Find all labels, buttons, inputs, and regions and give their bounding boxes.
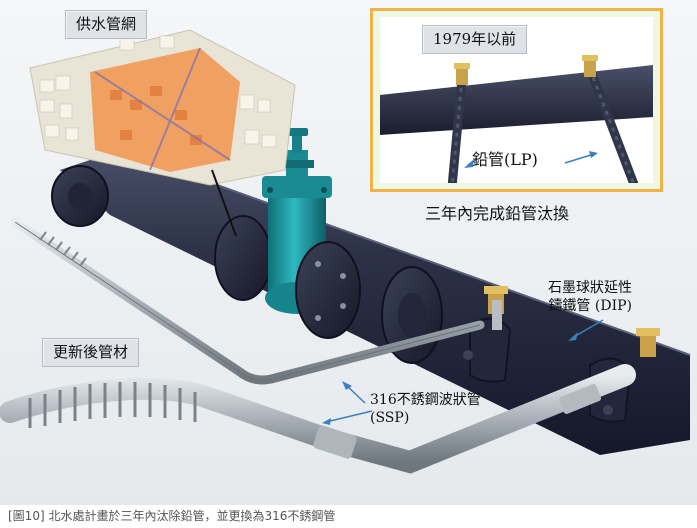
replacement-plan-text: 三年內完成鉛管汰換 (425, 204, 570, 223)
callout-line (211, 169, 237, 237)
end-flange (51, 165, 109, 227)
ssp-label-line1: 316不銹鋼波狀管 (370, 392, 481, 408)
dip-arrow (568, 319, 604, 341)
corrugated-ssp-pipe (0, 328, 660, 474)
new-material-label: 更新後管材 (42, 338, 140, 367)
left-valve-flange (214, 215, 272, 301)
lead-pipe-illustration (380, 55, 653, 183)
right-valve-flange (295, 241, 361, 339)
figure-caption: [圖10] 北水處計畫於三年內汰除鉛管，並更換為316不銹鋼管 (8, 509, 336, 523)
dip-label-line1: 石墨球狀延性 (548, 280, 632, 296)
stainless-service-pipe-upper (10, 217, 508, 385)
dip-label: 石墨球狀延性 鑄鐵管 (DIP) (548, 280, 632, 315)
city-model (29, 29, 296, 237)
ssp-label: 316不銹鋼波狀管 (SSP) (370, 392, 481, 427)
ssp-label-line2: (SSP) (370, 409, 410, 426)
dip-label-line2: 鑄鐵管 (DIP) (548, 297, 632, 314)
water-network-label: 供水管網 (65, 10, 148, 39)
year-before-label: 1979年以前 (422, 25, 528, 54)
pipe-illustration (0, 29, 691, 474)
lead-pipe-label: 鉛管(LP) (472, 150, 538, 169)
diagram-scene: 供水管網 1979年以前 鉛管(LP) 三年內完成鉛管汰換 更新後管材 石墨球狀… (0, 0, 697, 505)
ssp-arrow (322, 381, 373, 425)
saddle-clamp-1 (463, 317, 512, 383)
